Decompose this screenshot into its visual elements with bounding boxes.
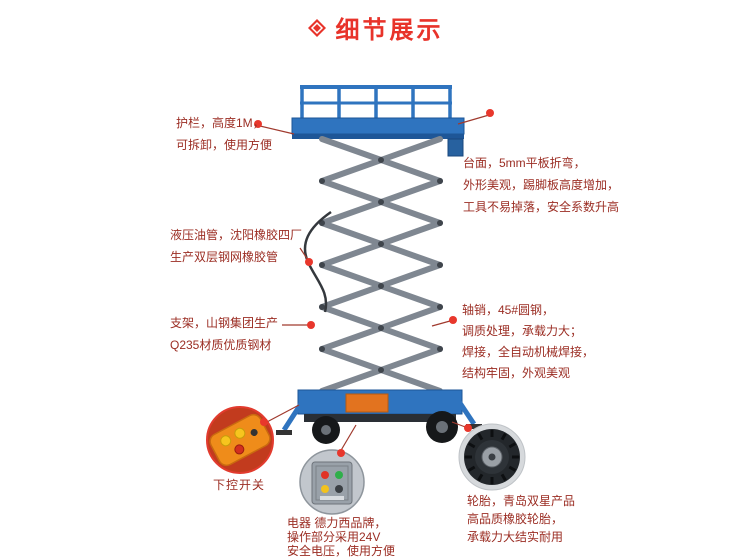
callout-line: 护栏，高度1M， (176, 116, 265, 130)
callout-line: 安全电压，使用方便 (287, 544, 396, 558)
callout-line: 台面，5mm平板折弯， (463, 156, 586, 170)
callout-line: 轮胎，青岛双星产品 (467, 494, 576, 508)
callout-line: Q235材质优质钢材 (170, 338, 272, 352)
callout-platform: 台面，5mm平板折弯， 外形美观，踢脚板高度增加， 工具不易掉落，安全系数升高 (463, 152, 619, 218)
chassis (276, 389, 482, 435)
callout-line: 电器 德力西品牌， (287, 516, 387, 530)
scissor-lift-illustration (276, 85, 482, 444)
callout-line: 外形美观，踢脚板高度增加， (463, 178, 620, 192)
callout-lower-control-switch: 下控开关 (213, 478, 266, 492)
callout-guardrail: 护栏，高度1M， 可拆卸，使用方便 (176, 112, 272, 156)
page-header: 细节展示 (0, 10, 750, 45)
callout-hydraulic-hose: 液压油管，沈阳橡胶四厂 生产双层钢网橡胶管 (170, 224, 302, 268)
callout-line: 生产双层钢网橡胶管 (170, 250, 279, 264)
callout-electric-parts: 电器 德力西品牌， 操作部分采用24V 安全电压，使用方便 (287, 516, 395, 558)
callout-line: 焊接，全自动机械焊接， (462, 345, 595, 359)
electric-box-photo (299, 449, 365, 515)
remote-control-photo (206, 406, 274, 474)
callout-line: 轴销，45#圆钢， (462, 303, 555, 317)
scissor-arms (319, 136, 443, 394)
callout-dots (254, 109, 494, 457)
tire-photo (458, 423, 526, 491)
callout-line: 承载力大结实耐用 (467, 530, 564, 544)
callout-axle-pin: 轴销，45#圆钢， 调质处理，承载力大； 焊接，全自动机械焊接， 结构牢固，外观… (462, 300, 594, 384)
callout-line: 调质处理，承载力大； (462, 324, 583, 338)
callout-line: 支架，山钢集团生产 (170, 316, 279, 330)
callout-tire: 轮胎，青岛双星产品 高品质橡胶轮胎， 承载力大结实耐用 (467, 492, 575, 546)
diamond-icon (307, 18, 326, 37)
leader-lines (259, 114, 490, 453)
callout-line: 高品质橡胶轮胎， (467, 512, 564, 526)
callout-support-frame: 支架，山钢集团生产 Q235材质优质钢材 (170, 312, 278, 356)
platform-deck (291, 117, 465, 157)
callout-line: 液压油管，沈阳橡胶四厂 (170, 228, 303, 242)
callout-line: 操作部分采用24V (287, 530, 381, 544)
callout-line: 可拆卸，使用方便 (176, 138, 273, 152)
page-title: 细节展示 (335, 17, 444, 44)
callout-line: 工具不易掉落，安全系数升高 (463, 200, 620, 214)
guardrail (300, 85, 452, 120)
callout-line: 结构牢固，外观美观 (462, 366, 571, 380)
wheels (312, 411, 458, 444)
